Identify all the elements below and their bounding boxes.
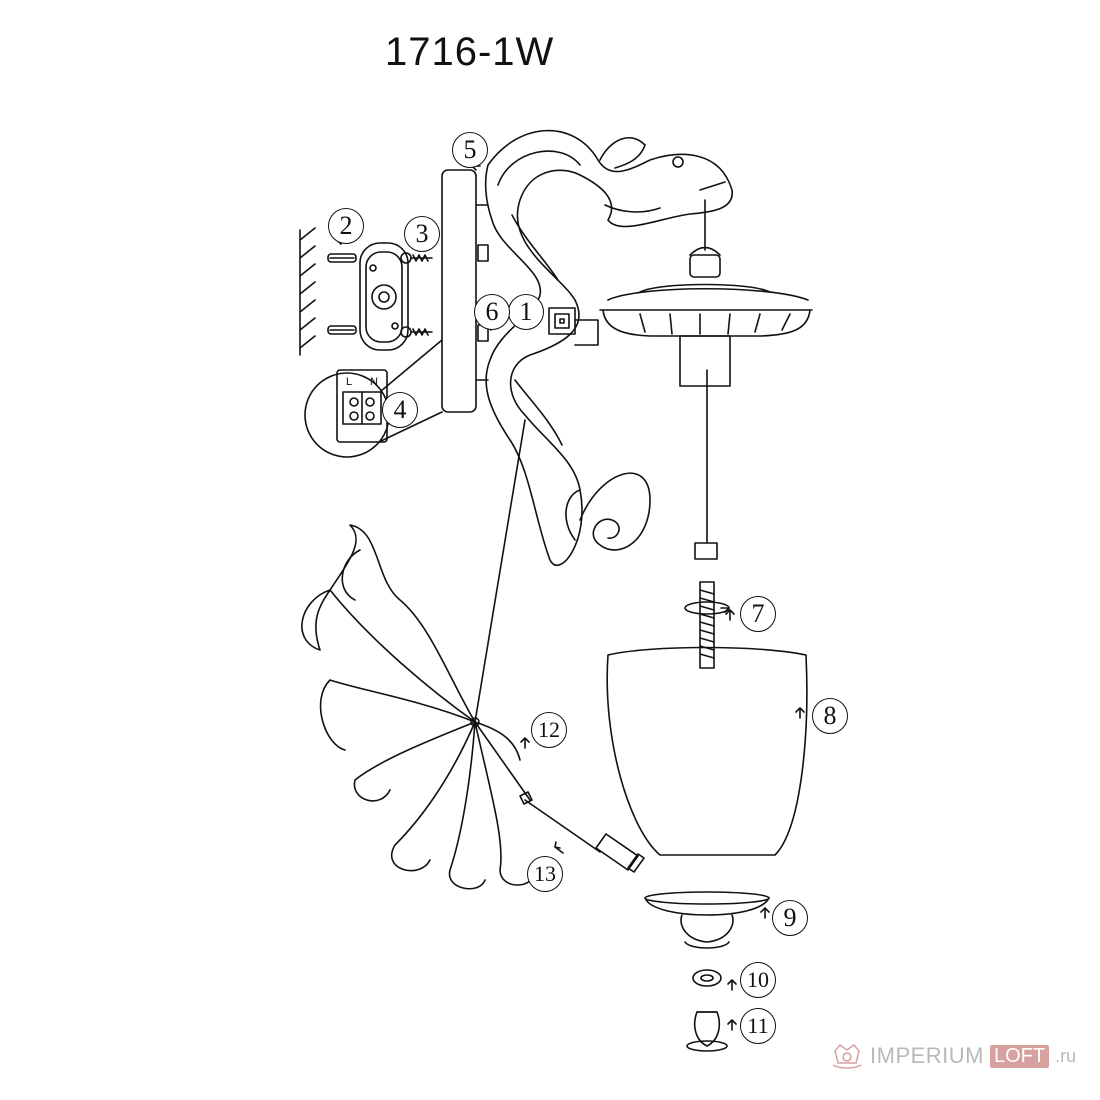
wall-backplate <box>441 169 489 413</box>
bottom-cup <box>644 891 770 949</box>
callout-4: 4 <box>382 392 418 428</box>
direction-arrows <box>336 161 805 1031</box>
mounting-plate <box>359 242 409 351</box>
glass-shade <box>606 646 808 856</box>
callout-3: 3 <box>404 216 440 252</box>
model-number: 1716-1W <box>385 30 555 74</box>
finial <box>686 1011 728 1052</box>
wall-anchors <box>327 253 357 335</box>
washer <box>692 969 722 987</box>
terminal-label-n: N <box>370 376 378 388</box>
terminal-block-detail <box>304 339 443 458</box>
callout-7: 7 <box>740 596 776 632</box>
watermark-brand: IMPERIUM <box>870 1043 984 1068</box>
dragon-arm <box>484 129 733 567</box>
callout-6: 6 <box>474 294 510 330</box>
watermark: IMPERIUM LOFT .ru <box>830 1038 1076 1074</box>
callout-8: 8 <box>812 698 848 734</box>
callout-10: 10 <box>740 962 776 998</box>
screws <box>400 252 433 338</box>
crown-logo-icon <box>832 1043 862 1069</box>
decorative-shell <box>301 524 536 890</box>
threaded-rod <box>684 581 730 669</box>
watermark-tld: .ru <box>1055 1045 1077 1066</box>
callout-11: 11 <box>740 1008 776 1044</box>
watermark-loft: LOFT <box>990 1044 1050 1068</box>
lamp-cap <box>599 199 813 560</box>
callout-2: 2 <box>328 208 364 244</box>
screwdriver <box>519 791 645 873</box>
callout-1: 1 <box>508 294 544 330</box>
callout-12: 12 <box>531 712 567 748</box>
callout-13: 13 <box>527 856 563 892</box>
terminal-label-l: L <box>346 376 352 388</box>
wall-hatch <box>299 227 316 356</box>
callout-9: 9 <box>772 900 808 936</box>
callout-5: 5 <box>452 132 488 168</box>
